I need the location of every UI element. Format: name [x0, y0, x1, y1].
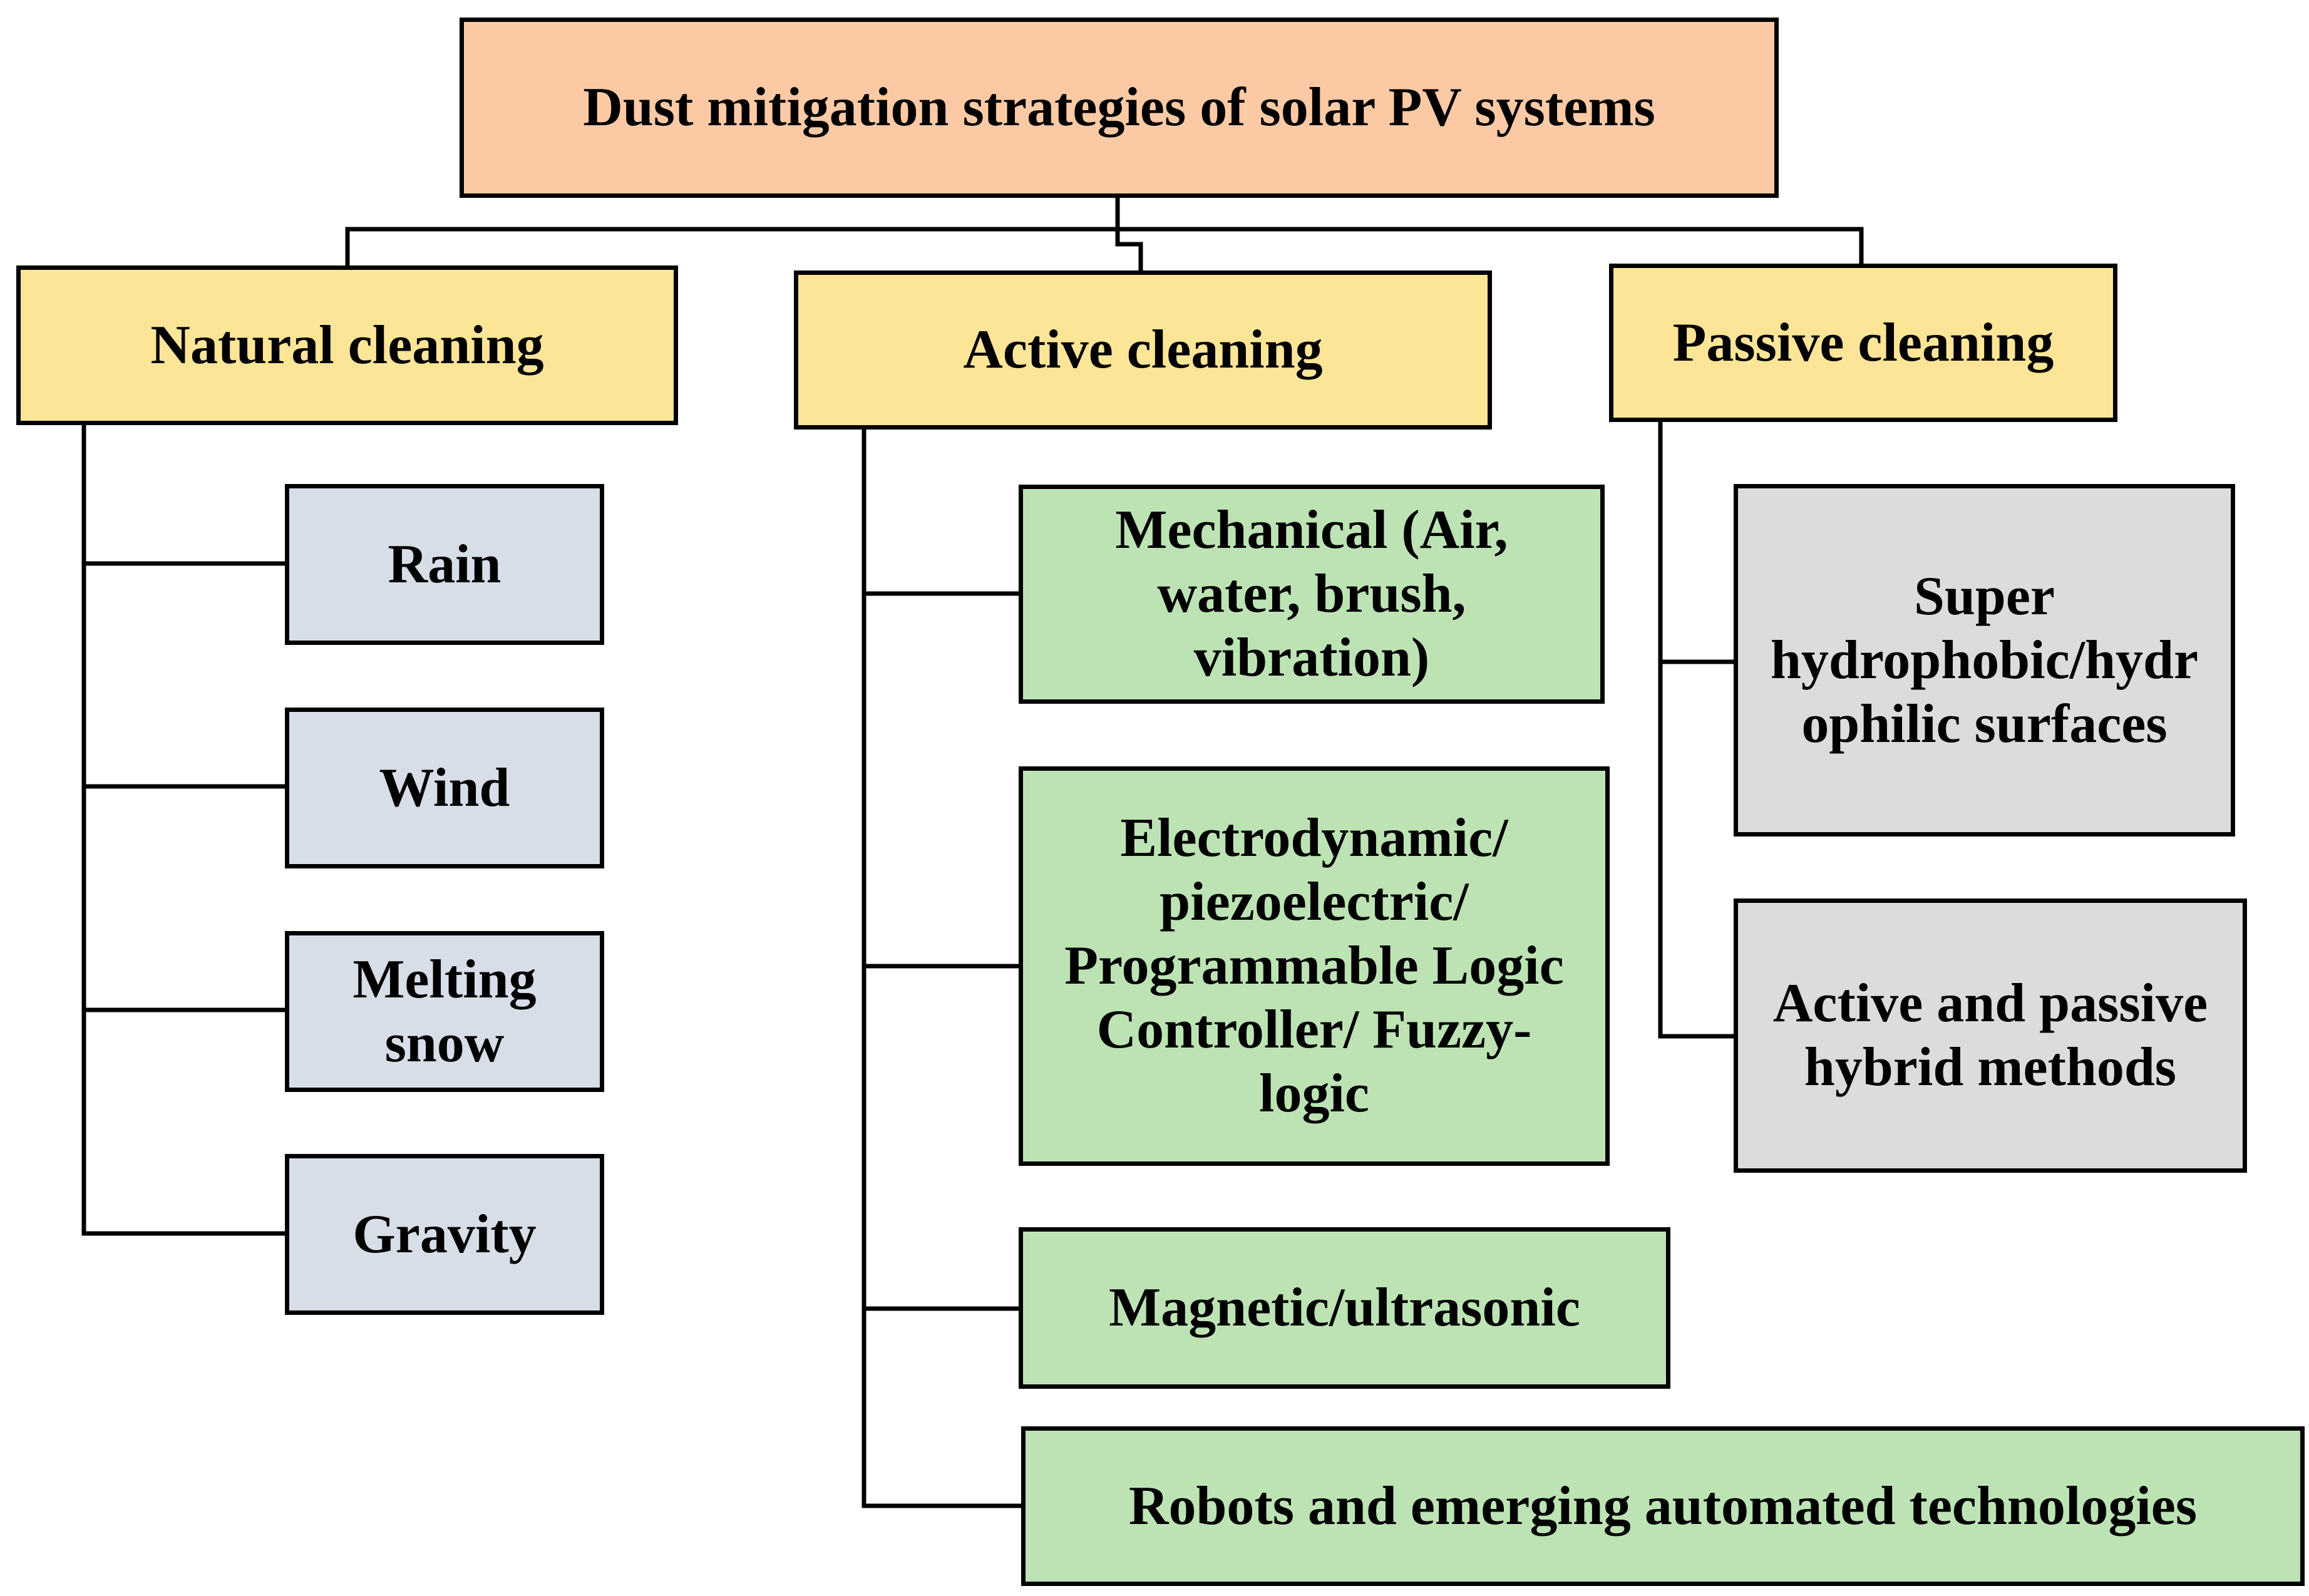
natural-item-wind: Wind [285, 708, 604, 868]
natural-item-melting-snow: Melting snow [285, 931, 604, 1092]
natural-item-rain: Rain [285, 484, 604, 645]
passive-item-superhydrophobic: Super hydrophobic/hydr ophilic surfaces [1734, 484, 2235, 837]
connector-root-natural [345, 227, 1120, 268]
connector-root-passive [1115, 227, 1864, 266]
natural-item-gravity: Gravity [285, 1154, 604, 1315]
category-natural-cleaning: Natural cleaning [16, 265, 678, 425]
active-item-mechanical: Mechanical (Air, water, brush, vibration… [1019, 485, 1605, 704]
connector-root-active [1115, 227, 1143, 273]
active-item-magnetic-ultrasonic: Magnetic/ultrasonic [1019, 1227, 1670, 1389]
active-item-robots: Robots and emerging automated technologi… [1021, 1426, 2305, 1586]
passive-item-hybrid: Active and passive hybrid methods [1734, 898, 2247, 1173]
category-passive-cleaning: Passive cleaning [1609, 264, 2117, 422]
root-node: Dust mitigation strategies of solar PV s… [460, 18, 1779, 198]
category-active-cleaning: Active cleaning [794, 270, 1492, 430]
active-item-electrodynamic: Electrodynamic/ piezoelectric/ Programma… [1019, 766, 1610, 1166]
